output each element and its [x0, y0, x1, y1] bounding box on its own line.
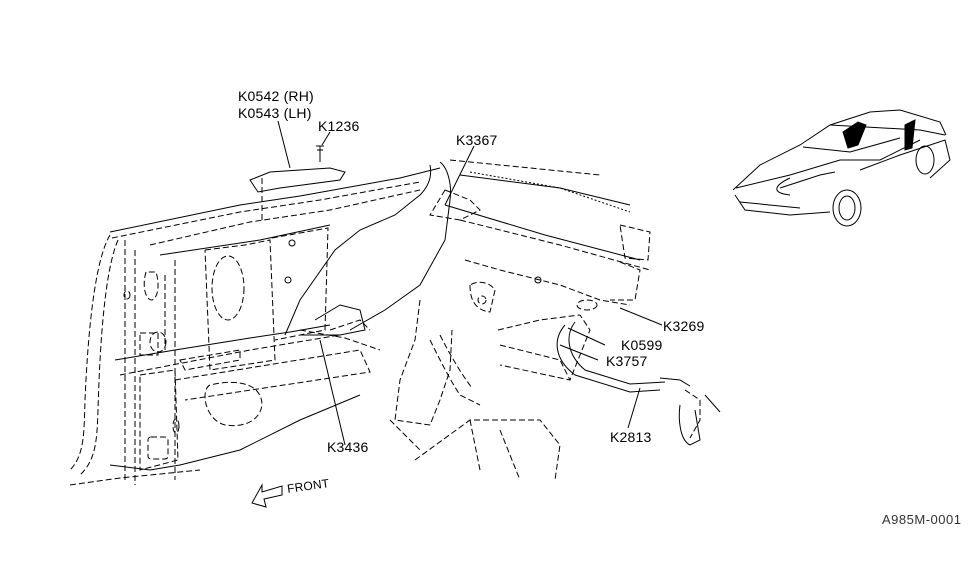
arrow-left-icon [251, 483, 283, 508]
callout-k3436: K3436 [327, 439, 369, 455]
leader-lines [277, 120, 663, 446]
reference-code: A985M-0001 [882, 512, 962, 527]
callout-k3757: K3757 [606, 353, 648, 369]
quarter-trim-panel [284, 161, 481, 451]
callout-k0542: K0542 (RH) [238, 88, 314, 104]
callout-k0599: K0599 [621, 337, 663, 353]
screw-icon [316, 145, 324, 162]
callout-k1236: K1236 [318, 118, 360, 134]
inner-rear-panel [464, 259, 721, 446]
upper-rail [444, 159, 651, 301]
callout-k3367: K3367 [456, 132, 498, 148]
callout-k0543: K0543 (LH) [238, 105, 312, 121]
callout-k2813: K2813 [610, 429, 652, 445]
quarter-panel-structure [69, 167, 441, 486]
upper-garnish-part [249, 167, 346, 220]
wheel-arch [414, 334, 561, 481]
car-icon [732, 109, 951, 227]
callout-k3269: K3269 [663, 318, 705, 334]
